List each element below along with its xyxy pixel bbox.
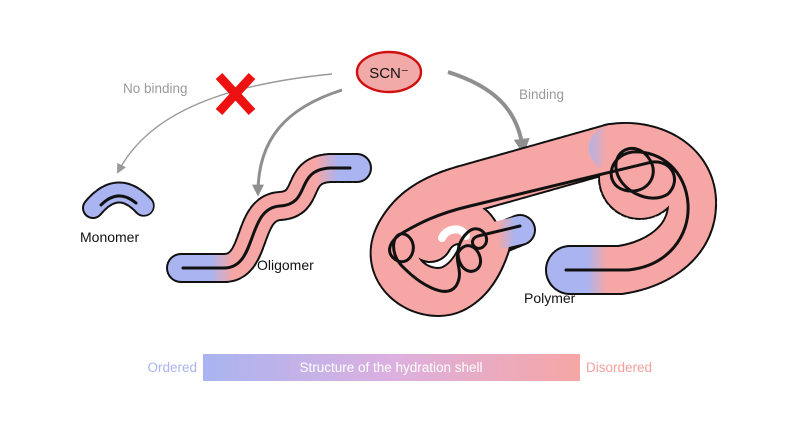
scale-title: Structure of the hydration shell (299, 360, 482, 375)
oligomer-chain (181, 166, 352, 270)
polymer-label: Polymer (524, 290, 576, 306)
scale-left-label: Ordered (147, 360, 197, 375)
no-binding-cross-icon (215, 72, 256, 116)
binding-arrow (447, 70, 530, 155)
monomer (82, 181, 155, 219)
polymer (369, 122, 717, 317)
oligomer-label: Oligomer (257, 257, 314, 273)
scn-ion-label: SCN⁻ (369, 65, 409, 82)
no-binding-label: No binding (123, 81, 188, 96)
no-binding-arrow (117, 73, 333, 174)
monomer-label: Monomer (80, 229, 139, 245)
oligomer-binding-arrow (252, 88, 343, 197)
oligomer (166, 153, 372, 283)
hydration-scale: Structure of the hydration shell Ordered… (147, 354, 652, 381)
hydration-gradient-bar (203, 354, 580, 381)
binding-label: Binding (519, 87, 564, 102)
monomer-chain (99, 194, 138, 207)
scale-right-label: Disordered (586, 360, 652, 375)
scn-ion: SCN⁻ (355, 50, 423, 94)
polymer-chain (388, 147, 690, 293)
